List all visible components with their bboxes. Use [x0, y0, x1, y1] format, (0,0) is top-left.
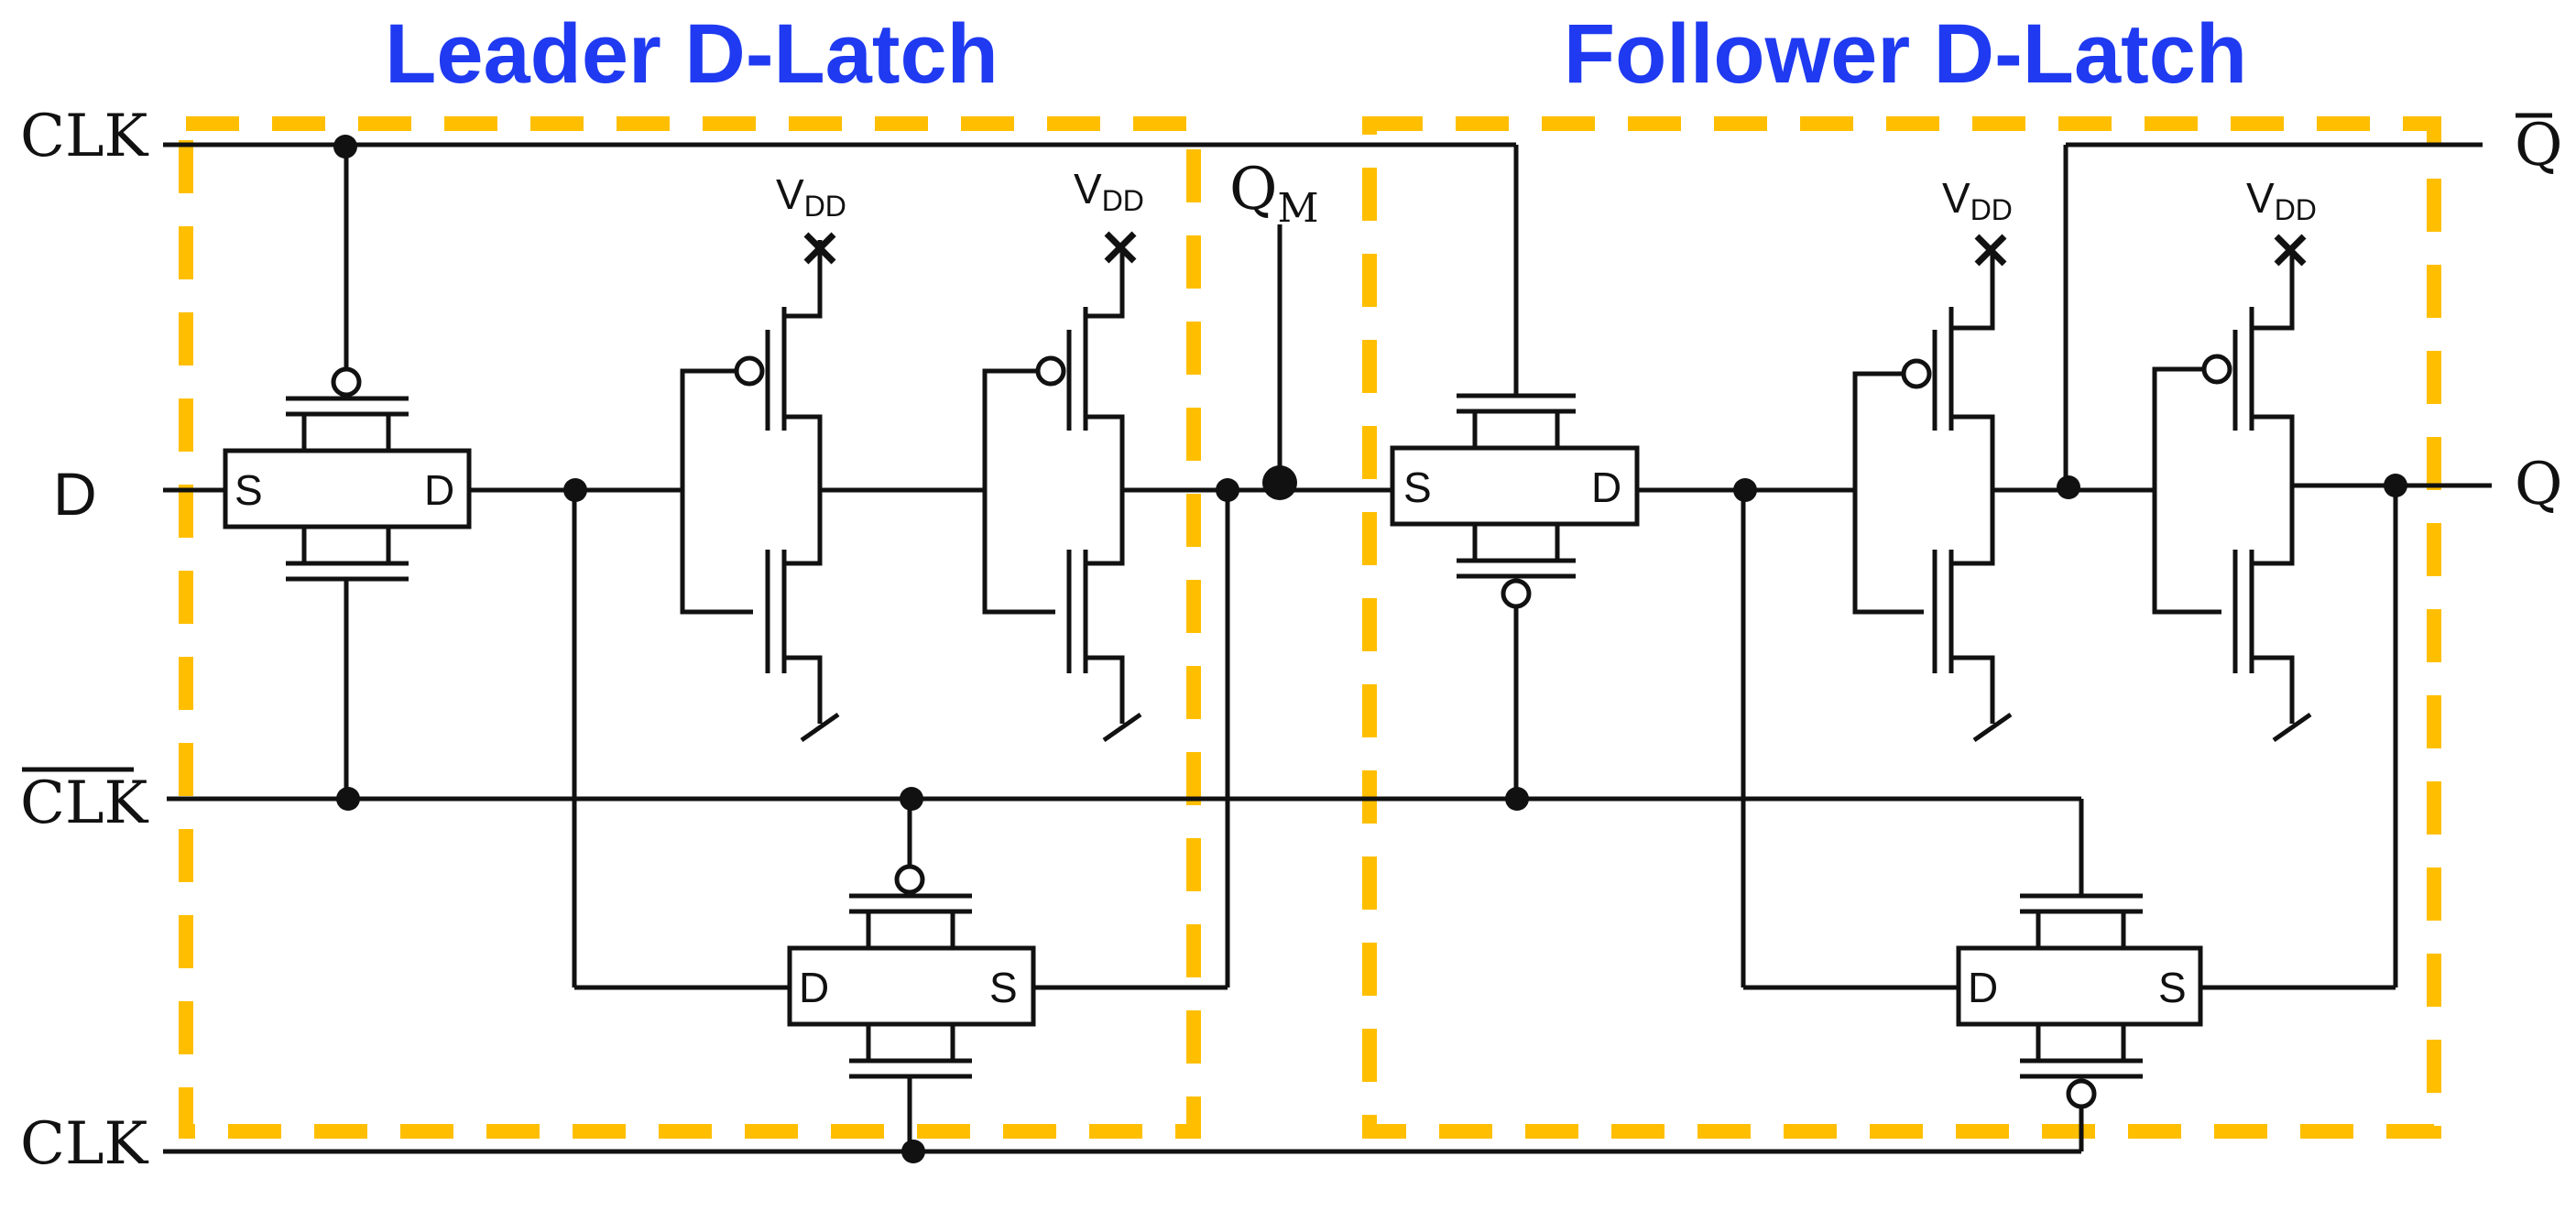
leader-feedback-transmission-gate: D S — [572, 490, 1230, 1151]
junction-dot — [1733, 478, 1757, 502]
tg1-drain-label: D — [424, 466, 454, 514]
clk-top-label: CLK — [20, 103, 148, 170]
svg-text:VDD: VDD — [776, 170, 846, 223]
vdd-cross-icon — [1974, 234, 2007, 267]
leader-latch-title: Leader D-Latch — [385, 7, 999, 101]
follower-latch-frame — [1362, 116, 2441, 1139]
tg4-drain-label: D — [1968, 964, 1998, 1011]
tg2-source-label: S — [989, 964, 1018, 1011]
clk-bottom-label: CLK — [20, 1110, 148, 1178]
vdd-cross-icon — [1104, 231, 1137, 264]
follower-latch-title: Follower D-Latch — [1564, 7, 2247, 101]
vdd-supply-1: VDD — [776, 170, 846, 265]
follower-feedback-transmission-gate: D S — [1741, 486, 2398, 1151]
q-bar-output-label: Q — [2515, 112, 2562, 180]
qm-node-main: Q — [1229, 156, 1277, 224]
tg4-source-label: S — [2158, 964, 2187, 1011]
leader-inverter-1 — [680, 240, 840, 743]
q-output-label: Q — [2515, 451, 2562, 518]
leader-transmission-gate-1: S D — [223, 145, 472, 799]
svg-text:VDD: VDD — [1074, 165, 1144, 217]
leader-inverter-2 — [982, 247, 1142, 743]
qm-node-sub: M — [1277, 185, 1318, 232]
tg3-drain-label: D — [1591, 464, 1621, 511]
junction-dot — [901, 1140, 925, 1163]
vdd-cross-icon — [803, 232, 836, 265]
junction-dot — [900, 787, 923, 811]
qm-node-label: QM — [1229, 156, 1319, 232]
junction-dot — [563, 478, 587, 502]
junction-dot — [333, 135, 357, 158]
junction-dot — [336, 787, 360, 811]
tg2-drain-label: D — [799, 964, 829, 1011]
follower-transmission-gate-1: S D — [1390, 145, 1640, 799]
svg-text:VDD: VDD — [2246, 174, 2317, 226]
svg-text:VDD: VDD — [1942, 174, 2013, 226]
junction-dots — [333, 135, 2407, 1163]
follower-inverter-2 — [2152, 247, 2312, 743]
vdd-supply-2: VDD — [1074, 165, 1144, 264]
follower-inverter-1 — [1852, 247, 2013, 743]
junction-dot — [2384, 474, 2407, 497]
leader-latch-frame — [179, 116, 1201, 1139]
vdd-supply-4: VDD — [2246, 174, 2317, 267]
tg1-source-label: S — [235, 466, 263, 514]
junction-dot — [1216, 478, 1239, 502]
qm-node-dot — [1262, 465, 1297, 500]
d-input-label: D — [53, 460, 97, 528]
vdd-cross-icon — [2274, 234, 2307, 267]
junction-dot — [2057, 475, 2080, 499]
vdd-supply-3: VDD — [1942, 174, 2013, 267]
clk-bar-label: CLK — [20, 769, 148, 837]
tg3-source-label: S — [1403, 464, 1432, 511]
junction-dot — [1505, 787, 1529, 811]
